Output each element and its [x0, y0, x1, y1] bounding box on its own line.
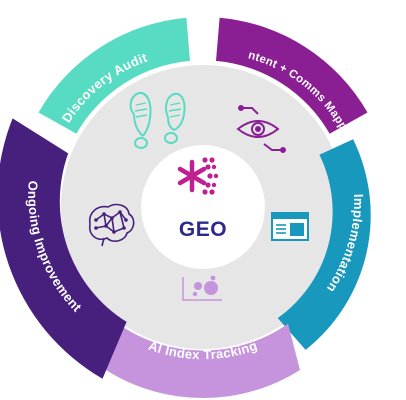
segment-discovery-audit[interactable] [38, 17, 191, 134]
brain-network-icon [88, 203, 135, 247]
asterisk-dots-logo-icon [177, 157, 219, 195]
center-disc [141, 145, 265, 269]
segment-implementation[interactable] [277, 139, 371, 350]
segment-content-comms-mapping[interactable] [216, 17, 368, 134]
center-title: GEO [179, 218, 227, 241]
browser-window-icon [271, 212, 309, 241]
footprints-icon [129, 91, 186, 149]
scatter-plot-icon [182, 275, 222, 301]
segment-ai-index-tracking[interactable] [106, 323, 300, 399]
eye-network-icon [236, 105, 286, 153]
segment-ongoing-improvement[interactable] [0, 118, 127, 379]
